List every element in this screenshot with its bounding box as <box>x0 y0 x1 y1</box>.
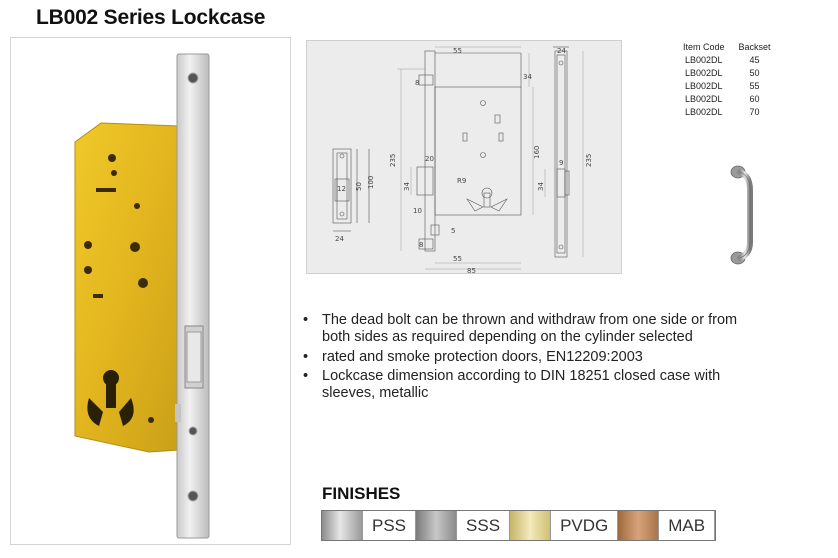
feature-list: The dead bolt can be thrown and withdraw… <box>303 312 763 404</box>
dim-label: 34 <box>403 182 411 191</box>
dim-label: 8 <box>419 241 423 249</box>
lockcase-image <box>74 53 210 539</box>
dim-label: 50 <box>355 182 363 191</box>
finish-label-mab: MAB <box>658 511 716 540</box>
finish-swatch-pss <box>322 511 362 540</box>
list-item: The dead bolt can be thrown and withdraw… <box>303 312 763 346</box>
cell-backset: 55 <box>749 81 760 91</box>
table-row: LB002DL 70 <box>676 106 778 119</box>
dim-label: 9 <box>559 159 563 167</box>
header-backset: Backset <box>738 42 771 52</box>
cell-backset: 50 <box>749 68 760 78</box>
list-item: rated and smoke protection doors, EN1220… <box>303 349 763 366</box>
cell-item-code: LB002DL <box>685 107 723 117</box>
list-item: Lockcase dimension according to DIN 1825… <box>303 368 763 402</box>
dim-label: 235 <box>585 154 593 167</box>
dim-label: 85 <box>467 267 476 275</box>
cell-item-code: LB002DL <box>685 81 723 91</box>
cell-backset: 45 <box>749 55 760 65</box>
finishes-title: FINISHES <box>322 484 401 503</box>
dim-label: 160 <box>533 146 541 159</box>
cell-item-code: LB002DL <box>685 94 723 104</box>
table-header-row: Item Code Backset <box>676 42 778 54</box>
table-row: LB002DL 50 <box>676 67 778 80</box>
dim-label: 24 <box>557 47 566 55</box>
cell-backset: 60 <box>749 94 760 104</box>
dim-label: 5 <box>451 227 455 235</box>
table-row: LB002DL 55 <box>676 80 778 93</box>
feature-text: rated and smoke protection doors, EN1220… <box>322 349 643 365</box>
dim-label: 10 <box>413 207 422 215</box>
finishes-swatches: PSS SSS PVDG MAB <box>321 510 717 541</box>
dim-label: 100 <box>367 176 375 189</box>
table-row: LB002DL 60 <box>676 93 778 106</box>
dim-label: 34 <box>537 182 545 191</box>
cell-item-code: LB002DL <box>685 55 723 65</box>
finish-swatch-mab <box>618 511 659 540</box>
finish-swatch-sss <box>416 511 457 540</box>
header-item-code: Item Code <box>683 42 725 52</box>
item-code-table: Item Code Backset LB002DL 45 LB002DL 50 LB… <box>676 42 778 119</box>
cell-item-code: LB002DL <box>685 68 723 78</box>
finish-label-pvdg: PVDG <box>550 511 619 540</box>
page-title: LB002 Series Lockcase <box>36 6 266 29</box>
dim-label: 12 <box>337 185 346 193</box>
table-row: LB002DL 45 <box>676 54 778 67</box>
handle-image <box>730 165 753 265</box>
finish-swatch-pvdg <box>510 511 551 540</box>
finish-label-pss: PSS <box>362 511 417 540</box>
dim-label: 34 <box>523 73 532 81</box>
dim-label: 235 <box>389 154 397 167</box>
dim-label: R9 <box>457 177 466 185</box>
dim-label: 24 <box>335 235 344 243</box>
technical-drawing-frame: 55 34 8 24 235 160 235 20 100 50 12 34 1… <box>306 40 622 275</box>
dim-label: 55 <box>453 47 462 55</box>
dim-label: 55 <box>453 255 462 263</box>
dim-label: 20 <box>425 155 434 163</box>
product-photo-frame <box>10 37 291 545</box>
dim-label: 8 <box>415 79 419 87</box>
technical-drawing: 55 34 8 24 235 160 235 20 100 50 12 34 1… <box>332 46 593 275</box>
finish-label-sss: SSS <box>456 511 511 540</box>
cell-backset: 70 <box>749 107 760 117</box>
